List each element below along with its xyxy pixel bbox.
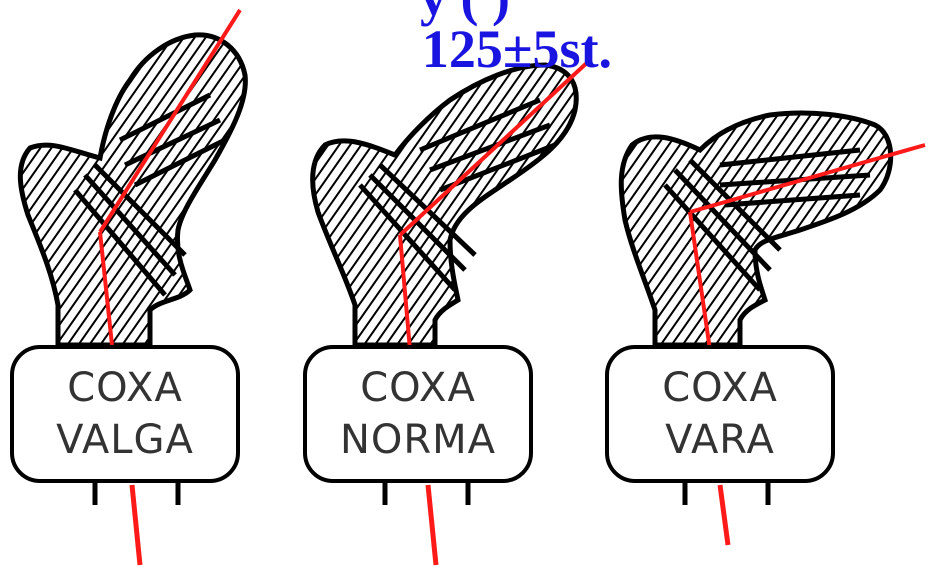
shaft-stub-valga <box>95 480 178 505</box>
label-coxa-norma: COXA NORMA <box>303 345 533 483</box>
label-coxa-vara-line2: VARA <box>665 414 775 466</box>
label-coxa-norma-line1: COXA <box>360 362 476 414</box>
label-coxa-valga-line2: VALGA <box>56 414 194 466</box>
label-coxa-norma-line2: NORMA <box>340 414 496 466</box>
heading-neck-shaft-angle: 125±5st. <box>52 22 930 76</box>
femur-coxa-norma <box>313 60 590 565</box>
label-coxa-vara-line1: COXA <box>662 362 778 414</box>
shaft-axis-lower-norma <box>428 485 436 565</box>
shaft-axis-lower-vara <box>720 485 728 545</box>
shaft-axis-lower-valga <box>132 485 140 565</box>
shaft-stub-vara <box>685 480 768 505</box>
label-coxa-valga-line1: COXA <box>67 362 183 414</box>
femur-outline-valga <box>20 35 245 345</box>
label-coxa-valga: COXA VALGA <box>10 345 240 483</box>
label-coxa-vara: COXA VARA <box>605 345 835 483</box>
